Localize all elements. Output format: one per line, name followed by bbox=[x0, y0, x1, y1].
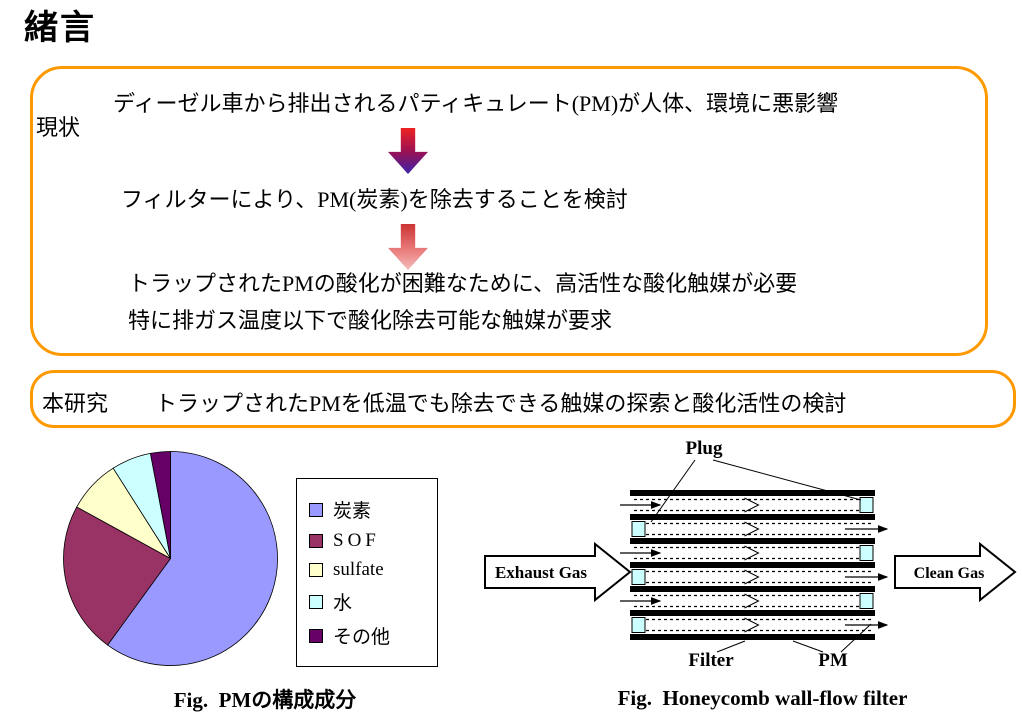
legend-swatch bbox=[309, 534, 323, 548]
plug-block bbox=[631, 617, 646, 633]
legend-label: その他 bbox=[333, 627, 391, 648]
pie-chart bbox=[63, 451, 278, 666]
status-line-3: トラップされたPMの酸化が困難なために、高活性な酸化触媒が必要 bbox=[128, 271, 798, 296]
flow-chevron bbox=[744, 497, 760, 513]
status-line-4: 特に排ガス温度以下で酸化除去可能な触媒が要求 bbox=[128, 308, 613, 333]
pie-caption: Fig. PMの構成成分 bbox=[173, 688, 357, 712]
clean-gas-label: Clean Gas bbox=[914, 565, 985, 582]
pm-pointer-1 bbox=[792, 640, 824, 653]
legend-item: 炭素 bbox=[309, 496, 425, 523]
research-box bbox=[30, 370, 1016, 428]
clean-gas-arrow bbox=[894, 541, 1017, 603]
plug-block bbox=[631, 569, 646, 585]
filter-wall bbox=[630, 610, 875, 616]
plug-pointer-right bbox=[712, 459, 862, 501]
filter-wall bbox=[630, 586, 875, 592]
honeycomb-diagram: Plug Exhaust Gas Clean Gas Filter PM bbox=[484, 438, 1017, 671]
status-line-1: ディーゼル車から排出されるパティキュレート(PM)が人体、環境に悪影響 bbox=[113, 91, 839, 116]
filter-wall bbox=[630, 514, 875, 520]
legend-label: 炭素 bbox=[333, 501, 372, 522]
page-title: 緒言 bbox=[24, 10, 96, 47]
flow-chevron bbox=[744, 593, 760, 609]
flow-chevron bbox=[744, 521, 760, 537]
pie-slice-SOF bbox=[63, 506, 172, 646]
legend-label: sulfate bbox=[333, 559, 384, 580]
pie-legend: 炭素 SOF sulfate 水その他 bbox=[296, 478, 438, 667]
status-box bbox=[30, 66, 988, 356]
flow-chevron bbox=[744, 545, 760, 561]
flow-chevron bbox=[744, 569, 760, 585]
plug-label: Plug bbox=[686, 438, 723, 459]
pie-slice-炭素 bbox=[107, 451, 278, 666]
pm-label: PM bbox=[818, 650, 848, 671]
plug-block bbox=[859, 545, 874, 561]
legend-label: SOF bbox=[333, 530, 380, 551]
flow-chevron bbox=[744, 617, 760, 633]
status-box-label: 現状 bbox=[36, 115, 81, 140]
legend-swatch bbox=[309, 628, 323, 643]
research-label: 本研究 bbox=[42, 391, 109, 416]
research-text: トラップされたPMを低温でも除去できる触媒の探索と酸化活性の検討 bbox=[155, 391, 847, 416]
exhaust-gas-label: Exhaust Gas bbox=[495, 563, 587, 582]
diagram-caption: Fig. Honeycomb wall-flow filter bbox=[617, 686, 908, 710]
legend-item: その他 bbox=[309, 622, 425, 649]
status-line-2: フィルターにより、PM(炭素)を除去することを検討 bbox=[121, 187, 628, 212]
filter-wall bbox=[630, 538, 875, 544]
filter-pointer bbox=[716, 640, 746, 653]
filter-wall bbox=[630, 562, 875, 568]
legend-label: 水 bbox=[333, 593, 353, 614]
legend-item: 水 bbox=[309, 588, 425, 615]
filter-block bbox=[620, 490, 889, 640]
legend-item: sulfate bbox=[309, 559, 425, 581]
filter-wall bbox=[630, 490, 875, 496]
plug-pointer-left bbox=[650, 459, 696, 523]
plug-block bbox=[859, 497, 874, 513]
legend-swatch bbox=[309, 563, 323, 577]
legend-swatch bbox=[309, 502, 323, 517]
plug-block bbox=[631, 521, 646, 537]
filter-wall bbox=[630, 634, 875, 640]
legend-swatch bbox=[309, 594, 323, 609]
plug-block bbox=[859, 593, 874, 609]
filter-label: Filter bbox=[688, 650, 734, 671]
pie-slice-その他 bbox=[149, 451, 171, 559]
pm-pointer-2 bbox=[840, 623, 872, 653]
exhaust-gas-arrow bbox=[484, 541, 632, 603]
legend-item: SOF bbox=[309, 530, 425, 552]
